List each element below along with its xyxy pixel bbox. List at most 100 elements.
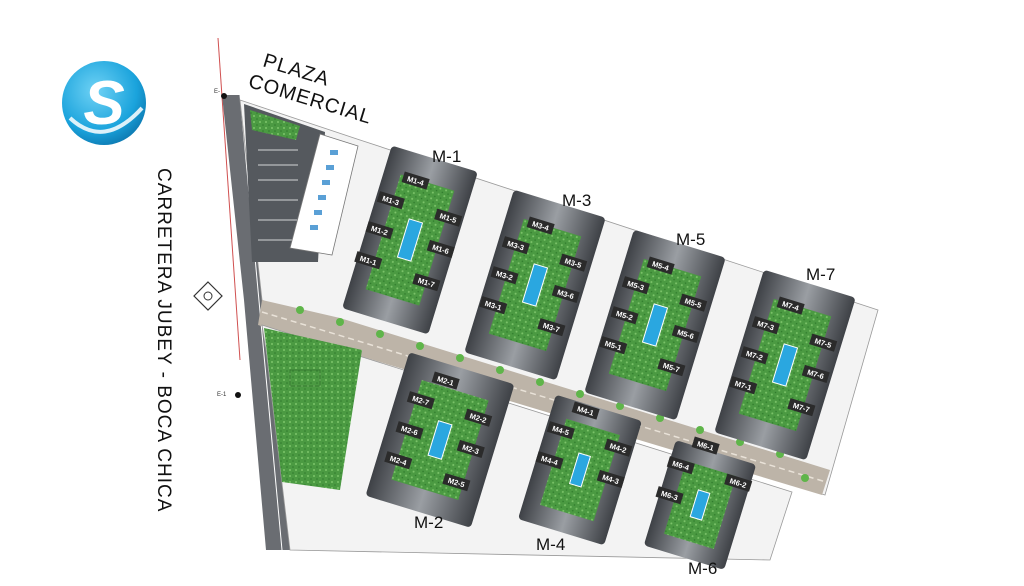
road-label: CARRETERA JUBEY - BOCA CHICA	[153, 168, 174, 512]
unit-M4-5: M4-5	[546, 421, 575, 440]
block-label-M-1: M-1	[432, 147, 461, 166]
unit-box	[384, 451, 413, 470]
block-M-5	[585, 230, 725, 420]
property-line	[217, 37, 241, 361]
unit-M5-2: M5-2	[610, 306, 639, 325]
unit-M3-3: M3-3	[501, 236, 530, 255]
unit-M1-6: M1-6	[426, 239, 455, 258]
unit-box	[442, 473, 471, 492]
unit-box	[501, 236, 530, 255]
unit-box	[599, 336, 628, 355]
unit-box	[691, 436, 720, 455]
entrance-icon	[193, 281, 223, 311]
unit-M5-7: M5-7	[657, 358, 686, 377]
unit-M2-7: M2-7	[406, 391, 435, 410]
unit-box	[740, 346, 769, 365]
pool	[771, 343, 799, 387]
unit-M1-5: M1-5	[434, 208, 463, 227]
unit-M4-1: M4-1	[571, 401, 600, 420]
unit-box	[464, 408, 493, 427]
unit-box	[679, 293, 708, 312]
unit-box	[724, 473, 753, 492]
pool	[568, 452, 592, 488]
marker-mid-label: E-1	[217, 392, 227, 398]
block-M-4	[518, 395, 642, 545]
unit-M3-1: M3-1	[479, 296, 508, 315]
unit-M3-7: M3-7	[537, 318, 566, 337]
unit-labels: M1-4M1-3M1-5M1-2M1-6M1-1M1-7M3-4M3-3M3-5…	[354, 171, 838, 505]
unit-M5-5: M5-5	[679, 293, 708, 312]
unit-box	[526, 216, 555, 235]
pool	[689, 489, 711, 521]
unit-M2-4: M2-4	[384, 451, 413, 470]
unit-M7-1: M7-1	[729, 376, 758, 395]
unit-box	[559, 253, 588, 272]
unit-box	[434, 208, 463, 227]
block-label-M-2: M-2	[414, 513, 443, 532]
unit-box	[787, 398, 816, 417]
unit-M7-4: M7-4	[776, 296, 805, 315]
unit-M6-4: M6-4	[666, 456, 695, 475]
unit-M5-4: M5-4	[646, 256, 675, 275]
unit-M6-1: M6-1	[691, 436, 720, 455]
green-park	[264, 328, 362, 490]
unit-box	[365, 221, 394, 240]
unit-M7-2: M7-2	[740, 346, 769, 365]
unit-box	[809, 333, 838, 352]
unit-box	[621, 276, 650, 295]
unit-M2-6: M2-6	[395, 421, 424, 440]
unit-M4-2: M4-2	[604, 438, 633, 457]
unit-box	[395, 421, 424, 440]
block-label-M-5: M-5	[676, 230, 705, 249]
unit-box	[655, 486, 684, 505]
pool	[427, 420, 453, 460]
pool	[521, 263, 549, 307]
unit-box	[546, 421, 575, 440]
block-M-6	[644, 441, 756, 569]
unit-box	[646, 256, 675, 275]
unit-box	[490, 266, 519, 285]
block-M-2	[366, 353, 514, 527]
unit-M5-3: M5-3	[621, 276, 650, 295]
unit-box	[657, 358, 686, 377]
unit-box	[776, 296, 805, 315]
unit-M6-2: M6-2	[724, 473, 753, 492]
unit-box	[535, 451, 564, 470]
unit-M3-2: M3-2	[490, 266, 519, 285]
unit-M3-4: M3-4	[526, 216, 555, 235]
unit-M2-1: M2-1	[431, 371, 460, 390]
unit-M7-3: M7-3	[751, 316, 780, 335]
pool	[641, 303, 669, 347]
unit-M3-5: M3-5	[559, 253, 588, 272]
unit-box	[671, 324, 700, 343]
unit-box	[596, 469, 625, 488]
unit-M7-6: M7-6	[801, 364, 830, 383]
unit-M5-6: M5-6	[671, 324, 700, 343]
unit-box	[537, 318, 566, 337]
block-label-M-6: M-6	[688, 559, 717, 578]
marker-mid-dot	[235, 392, 241, 398]
unit-M7-7: M7-7	[787, 398, 816, 417]
unit-M1-2: M1-2	[365, 221, 394, 240]
unit-box	[571, 401, 600, 420]
block-label-M-3: M-3	[562, 191, 591, 210]
block-label-M-7: M-7	[806, 265, 835, 284]
unit-box	[751, 316, 780, 335]
plaza-building	[289, 133, 359, 256]
unit-box	[666, 456, 695, 475]
unit-box	[729, 376, 758, 395]
unit-box	[354, 251, 383, 270]
unit-box	[376, 191, 405, 210]
unit-box	[551, 284, 580, 303]
unit-box	[456, 439, 485, 458]
unit-M3-6: M3-6	[551, 284, 580, 303]
unit-M5-1: M5-1	[599, 336, 628, 355]
unit-M4-3: M4-3	[596, 469, 625, 488]
pool	[396, 218, 424, 262]
marker-top-dot	[221, 93, 227, 99]
unit-M1-3: M1-3	[376, 191, 405, 210]
unit-box	[406, 391, 435, 410]
logo-letter: S	[83, 69, 124, 138]
unit-M1-4: M1-4	[401, 171, 430, 190]
unit-M6-3: M6-3	[655, 486, 684, 505]
